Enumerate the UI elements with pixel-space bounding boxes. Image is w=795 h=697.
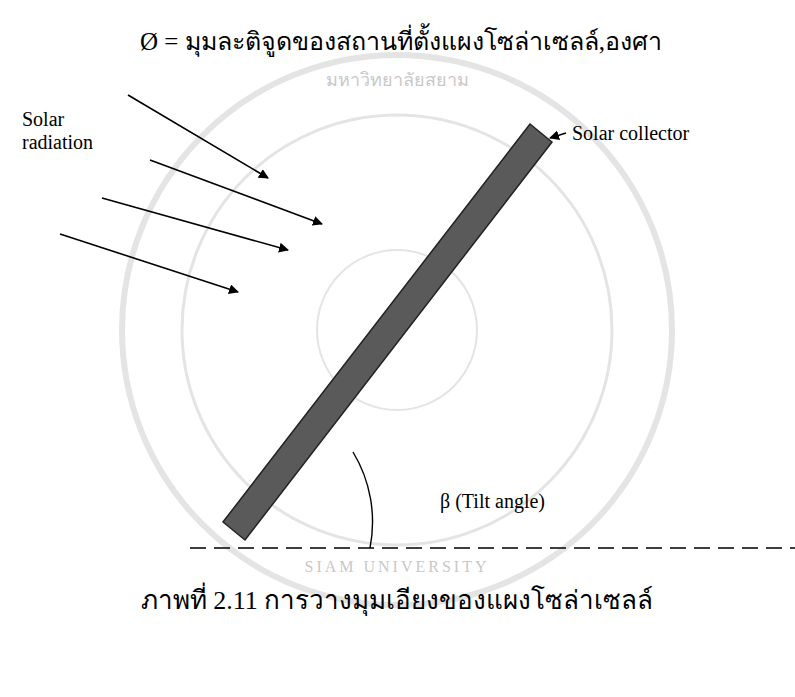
- leader-arrow: [550, 133, 566, 138]
- collector-label: Solar collector: [572, 122, 689, 145]
- watermark-text: มหาวิทยาลัยสยาม: [326, 70, 469, 91]
- radiation-label: Solar radiation: [22, 108, 122, 154]
- symbol-definition: Ø = มุมละติจูดของสถานที่ตั้งแผงโซล่าเซลล…: [140, 28, 662, 57]
- horizontal-line: [190, 547, 795, 548]
- radiation-arrows: [60, 95, 322, 292]
- tilt-angle-arc: [353, 452, 373, 548]
- tilt-angle-label: β (Tilt angle): [440, 490, 545, 513]
- watermark-text: SIAM UNIVERSITY: [305, 558, 490, 576]
- solar-collector-panel: [223, 124, 552, 540]
- figure-caption: ภาพที่ 2.11 การวางมุมเอียงของแผงโซล่าเซล…: [141, 586, 654, 616]
